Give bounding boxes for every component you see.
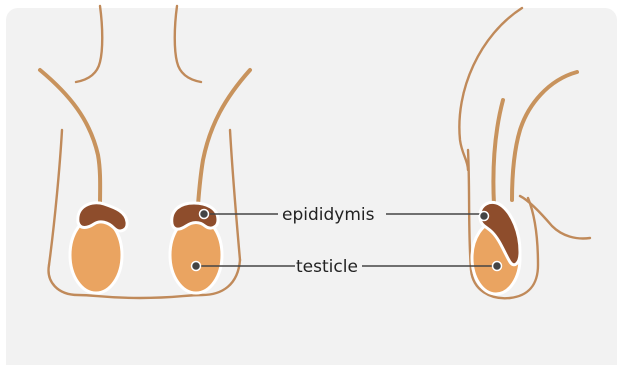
testicle-dot-front — [192, 262, 201, 271]
right-thigh-line — [230, 130, 240, 260]
penis-outline-right — [175, 6, 201, 82]
epididymis-label: epididymis — [282, 205, 375, 225]
testicle-label: testicle — [296, 257, 358, 277]
side-spermatic-cord — [493, 100, 503, 205]
side-penis-outline — [520, 196, 590, 239]
right-spermatic-cord — [198, 70, 250, 205]
epididymis-dot-front — [200, 210, 209, 219]
side-cord — [493, 72, 577, 205]
side-body-outline — [459, 8, 522, 170]
testicle-dot-side — [493, 262, 502, 271]
left-spermatic-cord — [40, 70, 100, 205]
front-testicles — [70, 203, 222, 293]
left-thigh-line — [49, 130, 62, 265]
side-penis-upper — [512, 72, 577, 200]
epididymis-dot-side — [480, 212, 489, 221]
spermatic-cords — [40, 70, 250, 205]
penis-outline — [76, 6, 102, 82]
